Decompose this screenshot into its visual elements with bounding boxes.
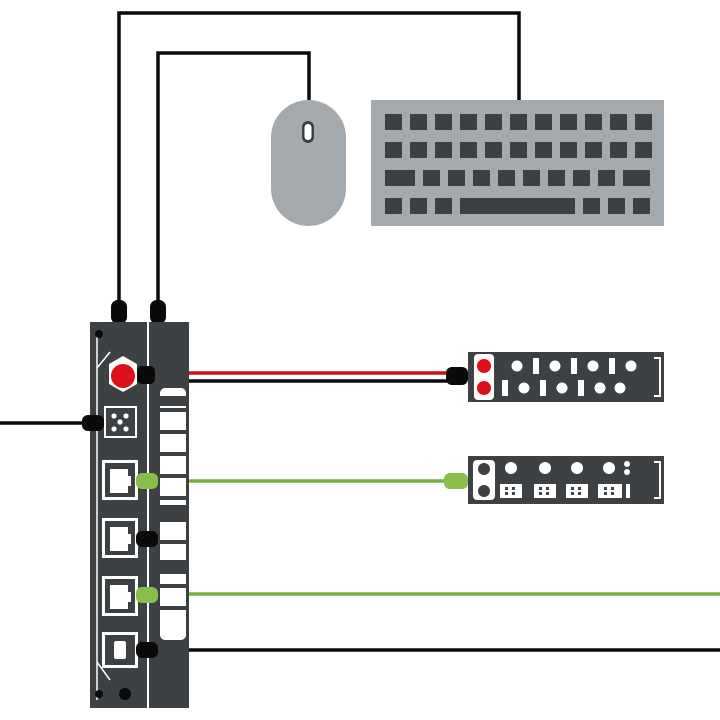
keyboard-key (635, 114, 652, 130)
network-port-icon (478, 485, 490, 497)
keyboard-key (633, 198, 650, 214)
keyboard-key (485, 142, 502, 158)
ethernet-port[interactable] (102, 576, 158, 616)
io-module-red (446, 352, 664, 402)
port-red-icon (477, 381, 491, 395)
usb-port[interactable] (102, 632, 158, 668)
controller-icon (82, 300, 189, 708)
keyboard-key (385, 198, 402, 214)
port-red-icon (477, 359, 491, 373)
keyboard-key (608, 198, 625, 214)
screw-icon (95, 690, 103, 698)
keyboard-key (423, 170, 440, 186)
keyboard-key (623, 170, 650, 186)
keyboard-key (460, 142, 477, 158)
keyboard-key (583, 198, 600, 214)
ethernet-port[interactable] (102, 460, 158, 500)
keyboard-key (535, 142, 552, 158)
keyboard-key (385, 142, 402, 158)
keyboard-key (548, 170, 565, 186)
screw-icon (95, 330, 103, 338)
keyboard-cable (117, 11, 521, 305)
keyboard-key (523, 170, 540, 186)
keyboard-key (510, 114, 527, 130)
keyboard-key (585, 142, 602, 158)
keyboard-key (410, 142, 427, 158)
keyboard-icon (371, 100, 664, 226)
keyboard-key (598, 170, 615, 186)
controller-heatsink (150, 388, 188, 640)
keyboard-key (610, 114, 627, 130)
ethernet-port[interactable] (102, 518, 158, 558)
keyboard-key (435, 142, 452, 158)
keyboard-key (560, 114, 577, 130)
keyboard-key (485, 114, 502, 130)
network-port-icon (478, 463, 490, 475)
keyboard-key (385, 114, 402, 130)
keyboard-key (510, 142, 527, 158)
keyboard-key (410, 114, 427, 130)
keyboard-key (535, 114, 552, 130)
power-port[interactable] (109, 356, 155, 392)
keyboard-key (435, 114, 452, 130)
keyboard-key (573, 170, 590, 186)
keyboard-key (498, 170, 515, 186)
keyboard-key (635, 142, 652, 158)
io-port[interactable] (82, 406, 137, 438)
keyboard-key (585, 114, 602, 130)
mouse-cable (156, 51, 311, 305)
keyboard-key (460, 114, 477, 130)
keyboard-keys (385, 114, 652, 214)
keyboard-key (435, 198, 452, 214)
mouse-icon (271, 100, 346, 226)
screw-icon (119, 688, 131, 700)
cables (0, 11, 720, 652)
keyboard-key (410, 198, 427, 214)
keyboard-key (448, 170, 465, 186)
keyboard-key (473, 170, 490, 186)
io-module-green (444, 456, 664, 504)
keyboard-key (460, 198, 575, 214)
keyboard-key (560, 142, 577, 158)
keyboard-key (385, 170, 415, 186)
keyboard-key (610, 142, 627, 158)
